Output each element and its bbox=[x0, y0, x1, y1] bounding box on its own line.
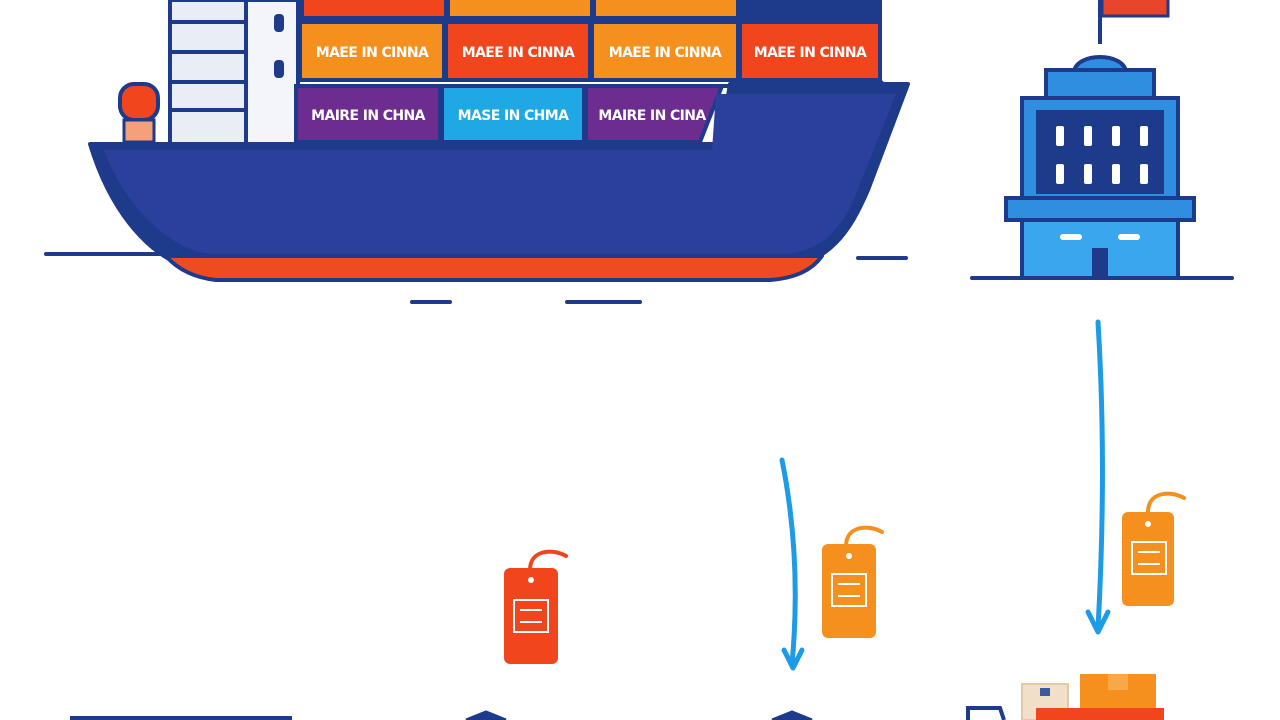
container bbox=[738, 0, 882, 20]
down-arrow-icon bbox=[1085, 319, 1111, 635]
package-top-icon bbox=[465, 710, 507, 720]
container bbox=[738, 20, 882, 82]
container-label: MAEE IN CINNA bbox=[609, 45, 722, 61]
down-arrow-icon bbox=[779, 457, 805, 671]
package-top-icon bbox=[771, 710, 813, 720]
ship-funnel bbox=[244, 0, 300, 146]
price-tag-icon bbox=[822, 525, 884, 638]
container bbox=[446, 0, 594, 20]
container-label: MAEE IN CINNA bbox=[754, 45, 867, 61]
container bbox=[298, 20, 446, 82]
lifeboat bbox=[118, 82, 160, 122]
porthole bbox=[274, 14, 284, 32]
building-door bbox=[1092, 248, 1108, 278]
building-light bbox=[1118, 234, 1140, 240]
parcel-box-icon bbox=[966, 674, 1164, 720]
price-tag-icon bbox=[504, 549, 568, 664]
ship-hull-face bbox=[104, 94, 896, 254]
container bbox=[300, 0, 448, 20]
container bbox=[444, 20, 592, 82]
container-label: MASE IN CHMA bbox=[458, 108, 569, 124]
container-label: MAEE IN CINNA bbox=[462, 45, 575, 61]
container-label: MAIRE IN CHNA bbox=[311, 108, 426, 124]
porthole bbox=[274, 60, 284, 78]
building-light bbox=[1060, 234, 1082, 240]
customs-building-icon bbox=[970, 0, 1234, 280]
container-label: MAEE IN CINNA bbox=[316, 45, 429, 61]
cargo-ship-icon: MAEE IN CINNA MAEE IN CINNA MAEE IN CINN… bbox=[44, 0, 910, 304]
building-roof bbox=[1044, 68, 1156, 100]
hull-stripe bbox=[164, 254, 824, 282]
building-cornice bbox=[1004, 196, 1196, 222]
flag-icon bbox=[1100, 0, 1170, 18]
container bbox=[592, 0, 740, 20]
price-tag-icon bbox=[1122, 491, 1186, 606]
container-label: MAIRE IN CINA bbox=[598, 108, 706, 124]
lifeboat-base bbox=[122, 118, 156, 144]
building-windows bbox=[1056, 126, 1148, 184]
